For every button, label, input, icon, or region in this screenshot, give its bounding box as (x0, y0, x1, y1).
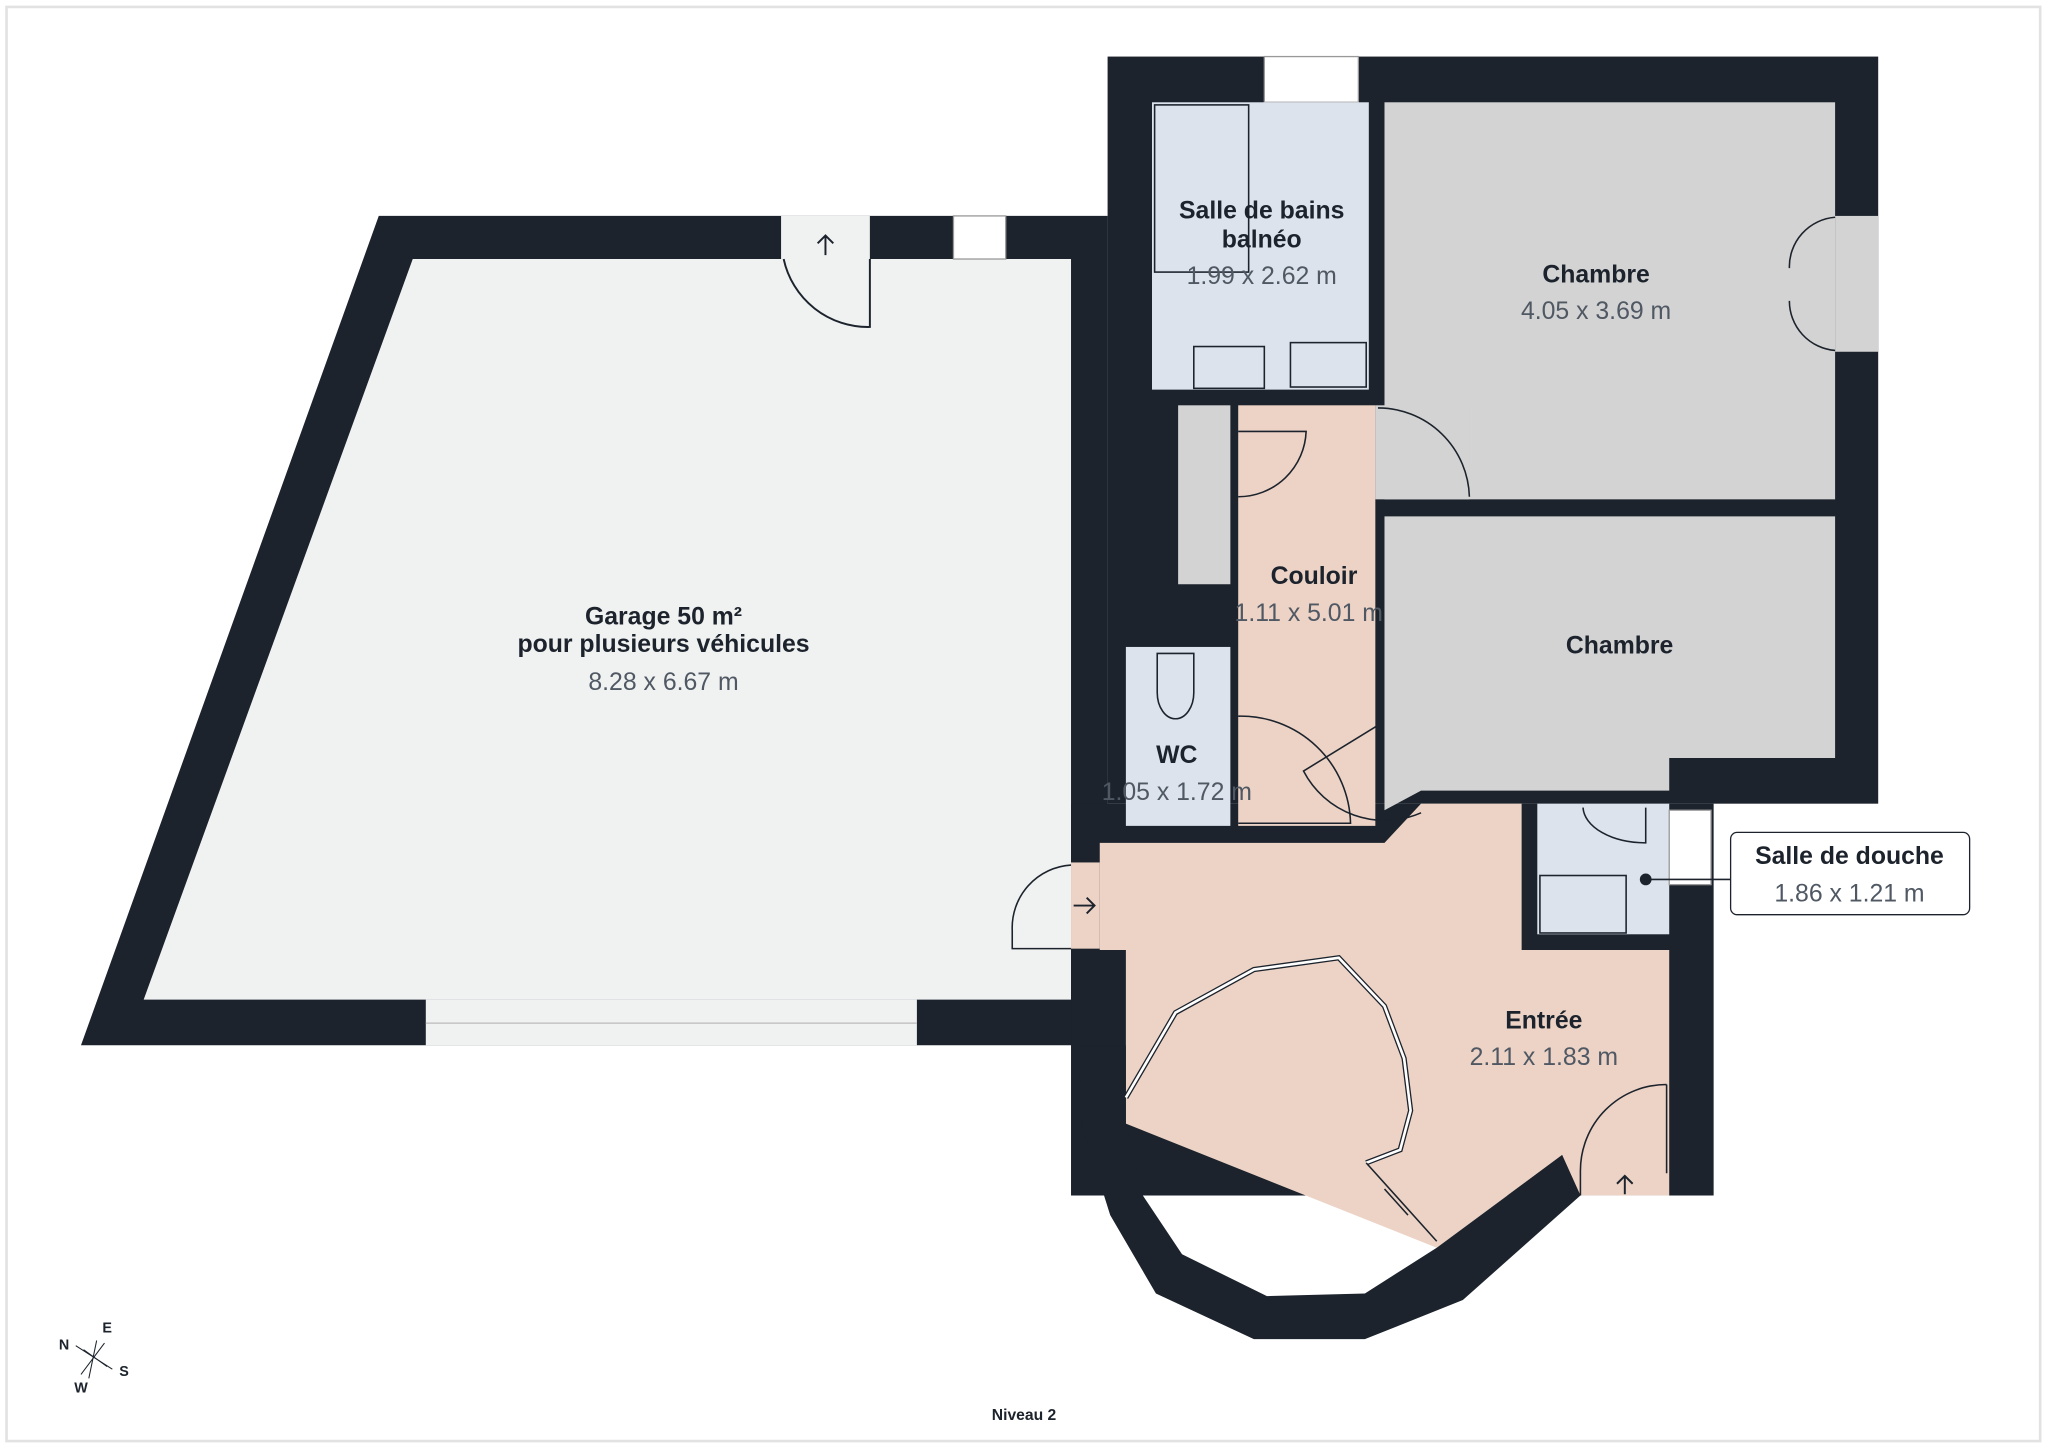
entrance-size: 2.11 x 1.83 m (1470, 1044, 1618, 1071)
shower-size: 1.86 x 1.21 m (1774, 881, 1924, 908)
bathroom-label-2: balnéo (1222, 226, 1302, 253)
shower-tray (1539, 874, 1627, 934)
bedroom1-size: 4.05 x 3.69 m (1521, 298, 1671, 325)
wc-label: WC (1156, 742, 1197, 769)
bedroom2-label: Chambre (1566, 632, 1673, 659)
bathroom-size: 1.99 x 2.62 m (1187, 263, 1337, 290)
sink (1193, 345, 1266, 390)
shower-callout (1729, 831, 1971, 916)
stair-wall (1078, 1045, 1581, 1340)
corridor-floor (1238, 405, 1376, 826)
arrow-right-icon (1073, 897, 1096, 915)
shower-door-swing (1582, 807, 1647, 844)
compass-n: N (59, 1338, 69, 1354)
compass-e: E (102, 1321, 112, 1337)
closet-floor (1178, 405, 1231, 585)
compass-icon (75, 1340, 113, 1379)
level-label: Niveau 2 (992, 1407, 1057, 1424)
french-door-swing (1788, 216, 1836, 352)
garage-floor (143, 259, 1072, 1000)
toilet (1156, 652, 1195, 720)
garage-size: 8.28 x 6.67 m (588, 669, 738, 696)
arrow-up-icon (1616, 1174, 1634, 1195)
front-door-swing (1579, 1083, 1668, 1196)
closet-door-swing (1238, 430, 1307, 498)
arrow-up-icon (816, 234, 834, 256)
bedroom1-label: Chambre (1542, 262, 1649, 289)
garage-label-2: pour plusieurs véhicules (517, 631, 809, 658)
shower-floor (1537, 803, 1670, 935)
wc-size: 1.05 x 1.72 m (1102, 779, 1252, 806)
bath-window (1263, 55, 1360, 103)
wc-floor (1125, 646, 1231, 826)
garage-window (952, 215, 1007, 260)
bathroom-label: Salle de bains (1179, 198, 1344, 225)
garage-top-door-swing (782, 258, 871, 328)
bedroom1-door-swing (1377, 407, 1471, 497)
garage-label: Garage 50 m² (585, 604, 742, 631)
garage-entrance-door-swing (1011, 864, 1072, 950)
entrance-floor (1099, 803, 1670, 1248)
bathroom-floor (1152, 102, 1369, 390)
wc-door-swing (1238, 715, 1352, 825)
bedroom2-floor (1384, 516, 1836, 811)
compass-s: S (119, 1364, 129, 1380)
corridor-label: Couloir (1271, 563, 1358, 590)
bathtub (1153, 104, 1250, 273)
shower-window (1668, 809, 1712, 886)
entrance-label: Entrée (1505, 1007, 1582, 1034)
corridor-size: 1.11 x 5.01 m (1235, 600, 1383, 627)
bedroom1-window[interactable] (1835, 215, 1879, 352)
shower-label: Salle de douche (1755, 843, 1944, 870)
sink (1289, 341, 1367, 388)
compass-w: W (74, 1381, 88, 1397)
bedroom2-door-swing (1302, 724, 1422, 822)
